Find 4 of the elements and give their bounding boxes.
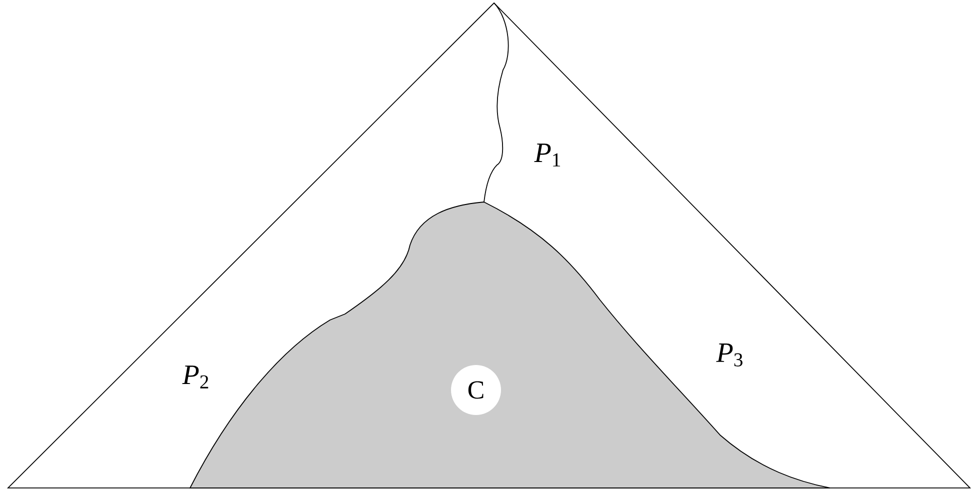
region-label: P$_{2}$ [182,366,208,388]
region-label: P$_{3}$ [716,344,742,366]
circle-label: C [451,365,501,415]
region-label: P$_{1}$ [534,144,560,166]
